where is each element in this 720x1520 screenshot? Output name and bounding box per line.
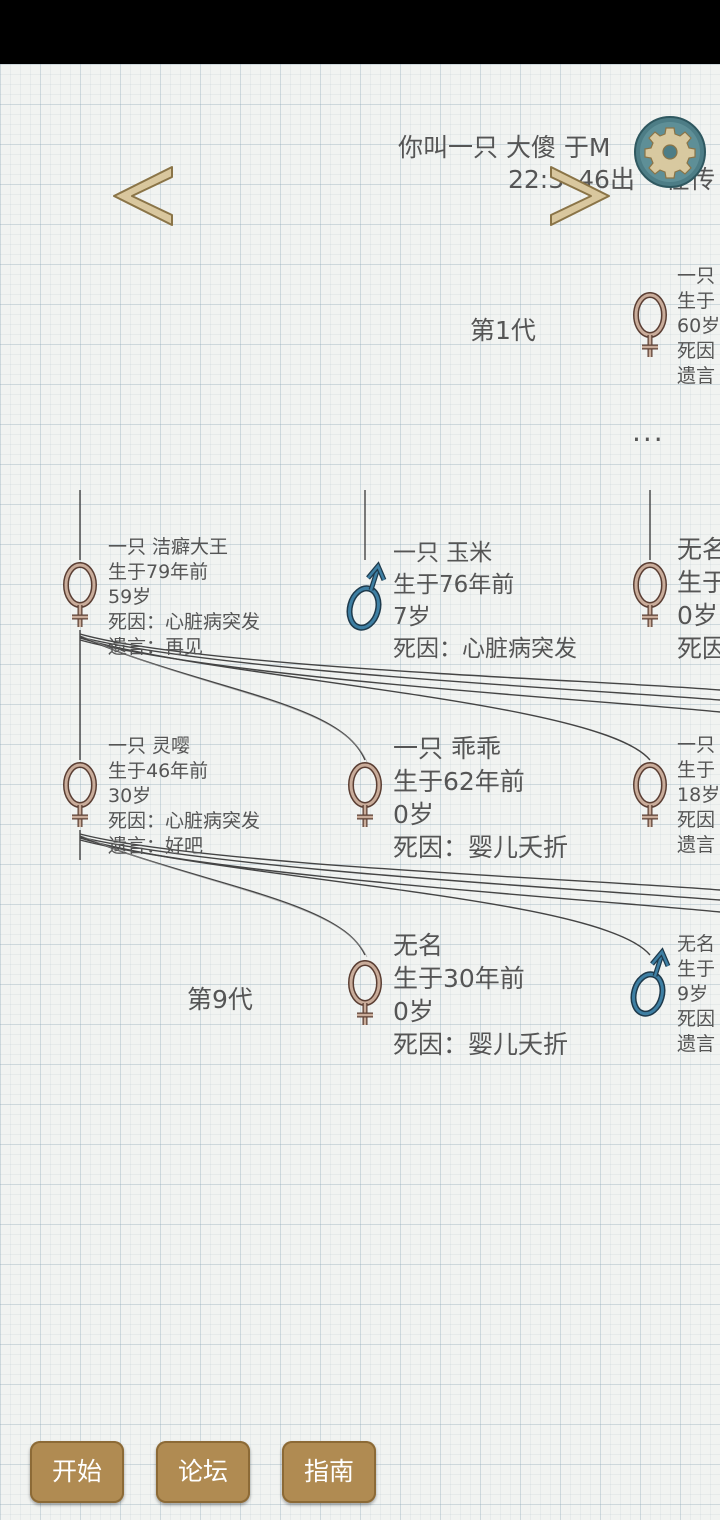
individual-card[interactable]: 一只 生于 60岁 死因 遗言 [677,265,720,387]
settings-button[interactable] [632,114,708,190]
forum-button[interactable]: 论坛 [156,1441,250,1503]
male-icon [345,566,384,631]
prev-arrow-button[interactable] [108,163,178,229]
individual-card[interactable]: 无名 生于 0岁 死因 [677,535,720,663]
male-icon [629,952,668,1017]
female-icon [351,963,379,1025]
female-icon [66,765,94,827]
start-button[interactable]: 开始 [30,1441,124,1503]
individual-card[interactable]: 无名 生于 9岁 死因 遗言 [677,933,716,1055]
individual-card[interactable]: 一只 玉米 生于76年前 7岁 死因：心脏病突发 [393,540,577,662]
chevron-right-icon [550,166,610,226]
individual-card[interactable]: 一只 乖乖 生于62年前 0岁 死因：婴儿夭折 [393,734,569,862]
gear-icon [634,116,706,188]
chevron-left-icon [113,166,173,226]
ellipsis: ... [632,415,665,448]
next-arrow-button[interactable] [545,163,615,229]
individual-card[interactable]: 一只 生于 18岁 死因 遗言 [677,734,720,856]
female-icon [66,565,94,627]
female-icon [351,765,379,827]
generation-label-9: 第9代 [187,985,253,1014]
individual-card[interactable]: 无名 生于30年前 0岁 死因：婴儿夭折 [393,931,569,1059]
guide-button[interactable]: 指南 [282,1441,376,1503]
female-icon [636,295,664,357]
individual-card[interactable]: 一只 灵嘤 生于46年前 30岁 死因：心脏病突发 遗言：好吧 [108,735,261,857]
status-bar [0,0,720,64]
generation-label-1: 第1代 [470,316,536,345]
female-icon [636,565,664,627]
female-icon [636,765,664,827]
header-line-2: 22:346出在传 [508,165,715,194]
individual-card[interactable]: 一只 洁癖大王 生于79年前 59岁 死因：心脏病突发 遗言：再见 [108,536,261,658]
